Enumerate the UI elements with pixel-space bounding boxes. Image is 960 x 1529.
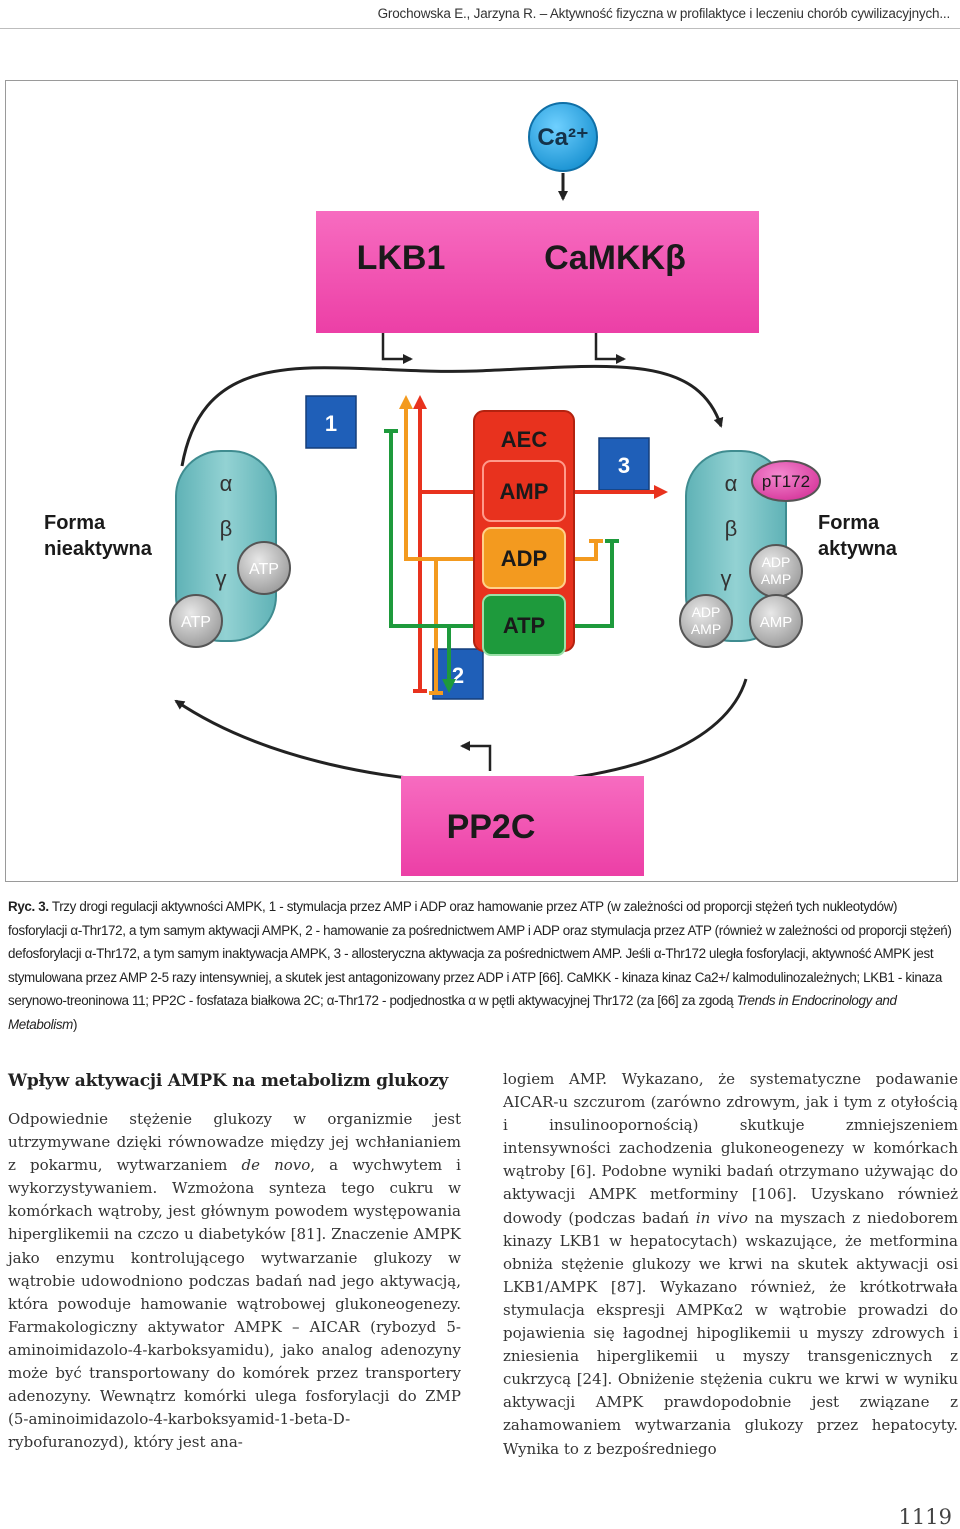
nucleotide-column: AEC AMP ADP ATP xyxy=(473,410,575,656)
right-top-ball-2: AMP xyxy=(761,571,791,587)
page-number: 1119 xyxy=(898,1505,952,1529)
pt172-label: pT172 xyxy=(762,472,810,491)
header-rule xyxy=(0,28,960,29)
right-text-2: na myszach z niedoborem kinazy LKB1 w he… xyxy=(503,1208,958,1458)
atp-pathway-green xyxy=(384,429,619,693)
left-column: Wpływ aktywacji AMPK na metabolizm gluko… xyxy=(8,1068,461,1454)
pathway-1-box xyxy=(305,395,357,449)
camkkb-label: CaMKKβ xyxy=(544,239,686,277)
amp-label: AMP xyxy=(500,479,549,504)
pt172-badge xyxy=(751,460,821,502)
pathway-2-label: 2 xyxy=(452,663,464,688)
caption-text: Trzy drogi regulacji aktywności AMPK, 1 … xyxy=(8,899,952,1008)
lkb1-label: LKB1 xyxy=(357,239,446,277)
figure-frame: Ca²⁺ LKB1 CaMKKβ PP2C 1 2 3 xyxy=(5,80,958,882)
inactive-form-label-1: Forma xyxy=(44,512,106,534)
right-column: logiem AMP. Wykazano, że systematyczne p… xyxy=(503,1068,958,1461)
calcium-label: Ca²⁺ xyxy=(537,124,588,151)
amp-box xyxy=(482,460,566,522)
ampk-active: α β γ pT172 ADP AMP ADP AMP AMP xyxy=(679,450,821,648)
right-left-ball-2: AMP xyxy=(691,621,721,637)
calcium-ion: Ca²⁺ xyxy=(528,102,598,172)
right-left-ball-1: ADP xyxy=(692,604,721,620)
pathway-3-label: 3 xyxy=(618,453,630,478)
aec-label: AEC xyxy=(501,427,548,452)
running-head: Grochowska E., Jarzyna R. – Aktywność fi… xyxy=(377,6,951,21)
right-text-1: logiem AMP. Wykazano, że systematyczne p… xyxy=(503,1070,958,1227)
caption-journal: Trends in Endocrinology and Metabolism xyxy=(8,993,897,1032)
atp-box xyxy=(482,594,566,656)
right-alpha: α xyxy=(725,471,738,496)
left-text-2: , a wychwytem i wykorzystywaniem. Wzmożo… xyxy=(8,1156,461,1452)
adp-pathway-orange xyxy=(399,395,482,695)
active-form-label-2: aktywna xyxy=(818,538,898,560)
caption-end: ) xyxy=(72,1016,78,1032)
kinase-box xyxy=(316,211,759,333)
left-atp-ball-2: ATP xyxy=(181,614,211,631)
left-paragraph: Odpowiednie stężenie glukozy w organizmi… xyxy=(8,1108,461,1454)
phosphatase-box xyxy=(401,776,644,876)
active-form-label-1: Forma xyxy=(818,512,880,534)
section-heading: Wpływ aktywacji AMPK na metabolizm gluko… xyxy=(8,1071,449,1091)
adp-branch xyxy=(566,541,598,561)
right-gamma: γ xyxy=(721,566,732,591)
right-italic: in vivo xyxy=(695,1208,748,1227)
right-amp-ball: AMP xyxy=(760,614,793,631)
camkk-pointer xyxy=(594,333,626,364)
caption-label: Ryc. 3. xyxy=(8,899,49,914)
pp2c-pointer xyxy=(460,741,492,771)
figure-caption: Ryc. 3. Trzy drogi regulacji aktywności … xyxy=(8,895,952,1036)
inactive-form-label-2: nieaktywna xyxy=(44,538,153,560)
ampk-inactive: α β γ ATP ATP xyxy=(169,450,291,648)
left-beta: β xyxy=(220,516,233,541)
right-top-ball-1: ADP xyxy=(762,554,791,570)
left-text-1: Odpowiednie stężenie glukozy w organizmi… xyxy=(8,1110,461,1175)
activation-arc xyxy=(180,364,724,467)
left-atp-ball-1: ATP xyxy=(249,561,279,578)
left-gamma: γ xyxy=(216,566,227,591)
right-beta: β xyxy=(725,516,738,541)
adp-label: ADP xyxy=(501,546,547,571)
pathway-2-box xyxy=(432,648,484,700)
pathway-1-label: 1 xyxy=(325,411,337,436)
lkb1-pointer xyxy=(381,333,413,364)
left-alpha: α xyxy=(220,471,233,496)
left-italic: de novo xyxy=(241,1156,311,1175)
atp-label: ATP xyxy=(503,613,545,638)
right-paragraph: logiem AMP. Wykazano, że systematyczne p… xyxy=(503,1068,958,1461)
adp-box xyxy=(482,527,566,589)
ampk-regulation-diagram: Ca²⁺ LKB1 CaMKKβ PP2C 1 2 3 xyxy=(44,102,898,876)
pp2c-label: PP2C xyxy=(447,808,536,846)
